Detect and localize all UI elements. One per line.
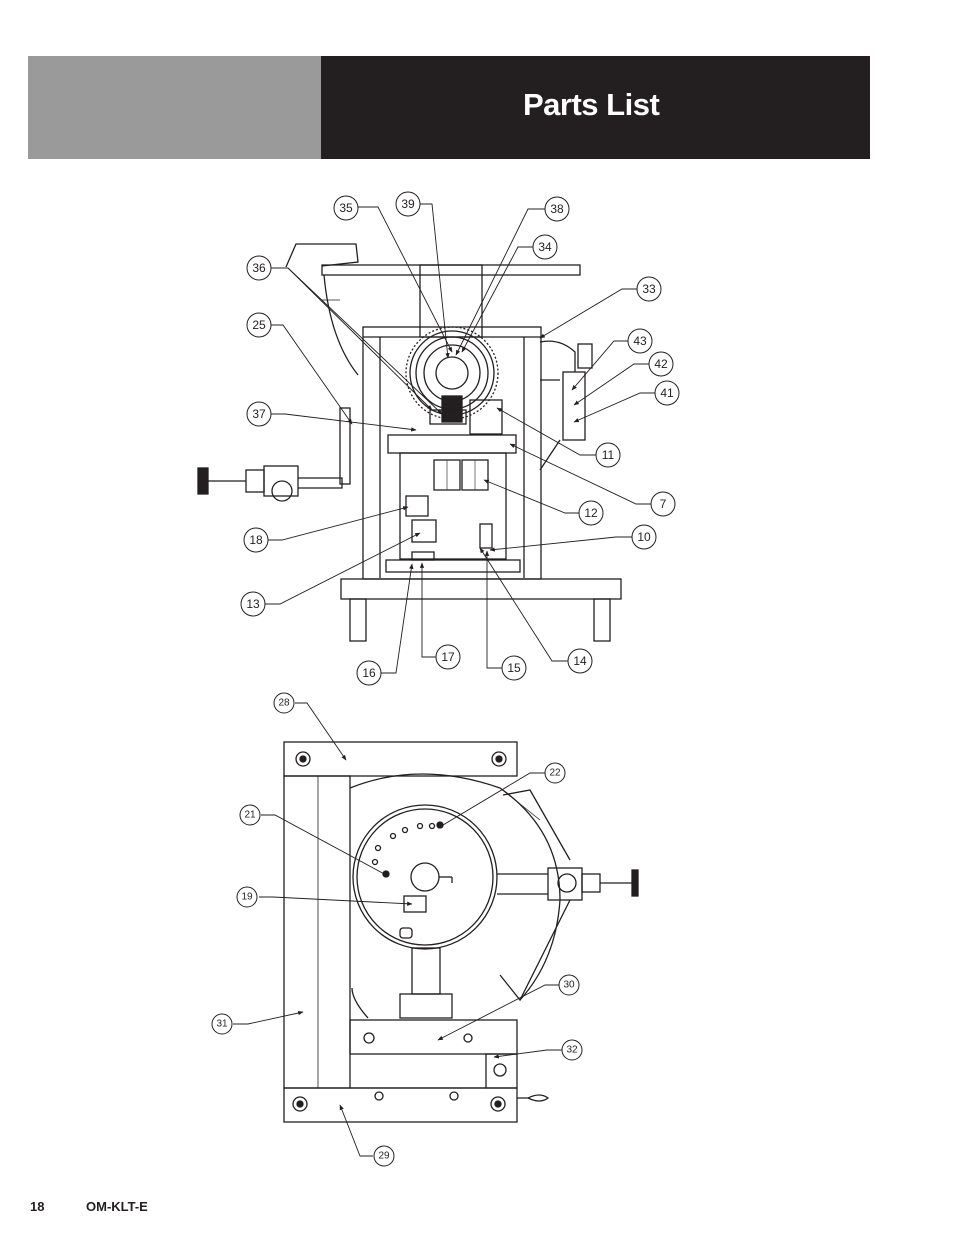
footer-page-number: 18 [30, 1199, 45, 1214]
callout-38: 38 [550, 202, 564, 216]
callout-41: 41 [660, 386, 674, 400]
page-title: Parts List [523, 87, 660, 122]
callout-14: 14 [573, 654, 587, 668]
callout-35: 35 [339, 201, 353, 215]
callout-17: 17 [441, 650, 455, 664]
top-view-machine [283, 741, 639, 1123]
callout-7: 7 [660, 497, 667, 511]
callout-12: 12 [584, 506, 598, 520]
callout-21: 21 [244, 810, 256, 821]
front-view-leaders [265, 203, 655, 674]
callout-28: 28 [278, 698, 290, 709]
front-view-machine [197, 243, 622, 642]
callout-39: 39 [401, 197, 415, 211]
callout-31: 31 [216, 1019, 228, 1030]
header-dark-block [321, 56, 870, 159]
callout-22: 22 [549, 768, 561, 779]
top-view-leaders [233, 702, 562, 1157]
callout-15: 15 [507, 661, 521, 675]
top-view-callout-labels: 28 22 21 19 30 31 32 29 [216, 698, 578, 1162]
callout-13: 13 [246, 597, 260, 611]
callout-18: 18 [249, 533, 263, 547]
front-view-callout-labels: 35 39 38 34 36 33 25 43 42 41 37 11 7 12… [246, 197, 674, 680]
callout-34: 34 [538, 240, 552, 254]
front-view-callouts [240, 191, 680, 686]
callout-33: 33 [642, 282, 656, 296]
callout-32: 32 [566, 1045, 578, 1056]
callout-16: 16 [362, 666, 376, 680]
footer-doc-code: OM-KLT-E [86, 1199, 148, 1214]
callout-19: 19 [241, 892, 253, 903]
callout-30: 30 [563, 980, 575, 991]
callout-11: 11 [602, 448, 615, 462]
top-view-callouts [211, 692, 583, 1167]
callout-42: 42 [654, 357, 668, 371]
callout-37: 37 [252, 407, 266, 421]
callout-36: 36 [252, 261, 266, 275]
header-gray-block [28, 56, 321, 159]
callout-29: 29 [378, 1151, 390, 1162]
callout-43: 43 [633, 334, 647, 348]
callout-10: 10 [637, 530, 651, 544]
callout-25: 25 [252, 318, 266, 332]
